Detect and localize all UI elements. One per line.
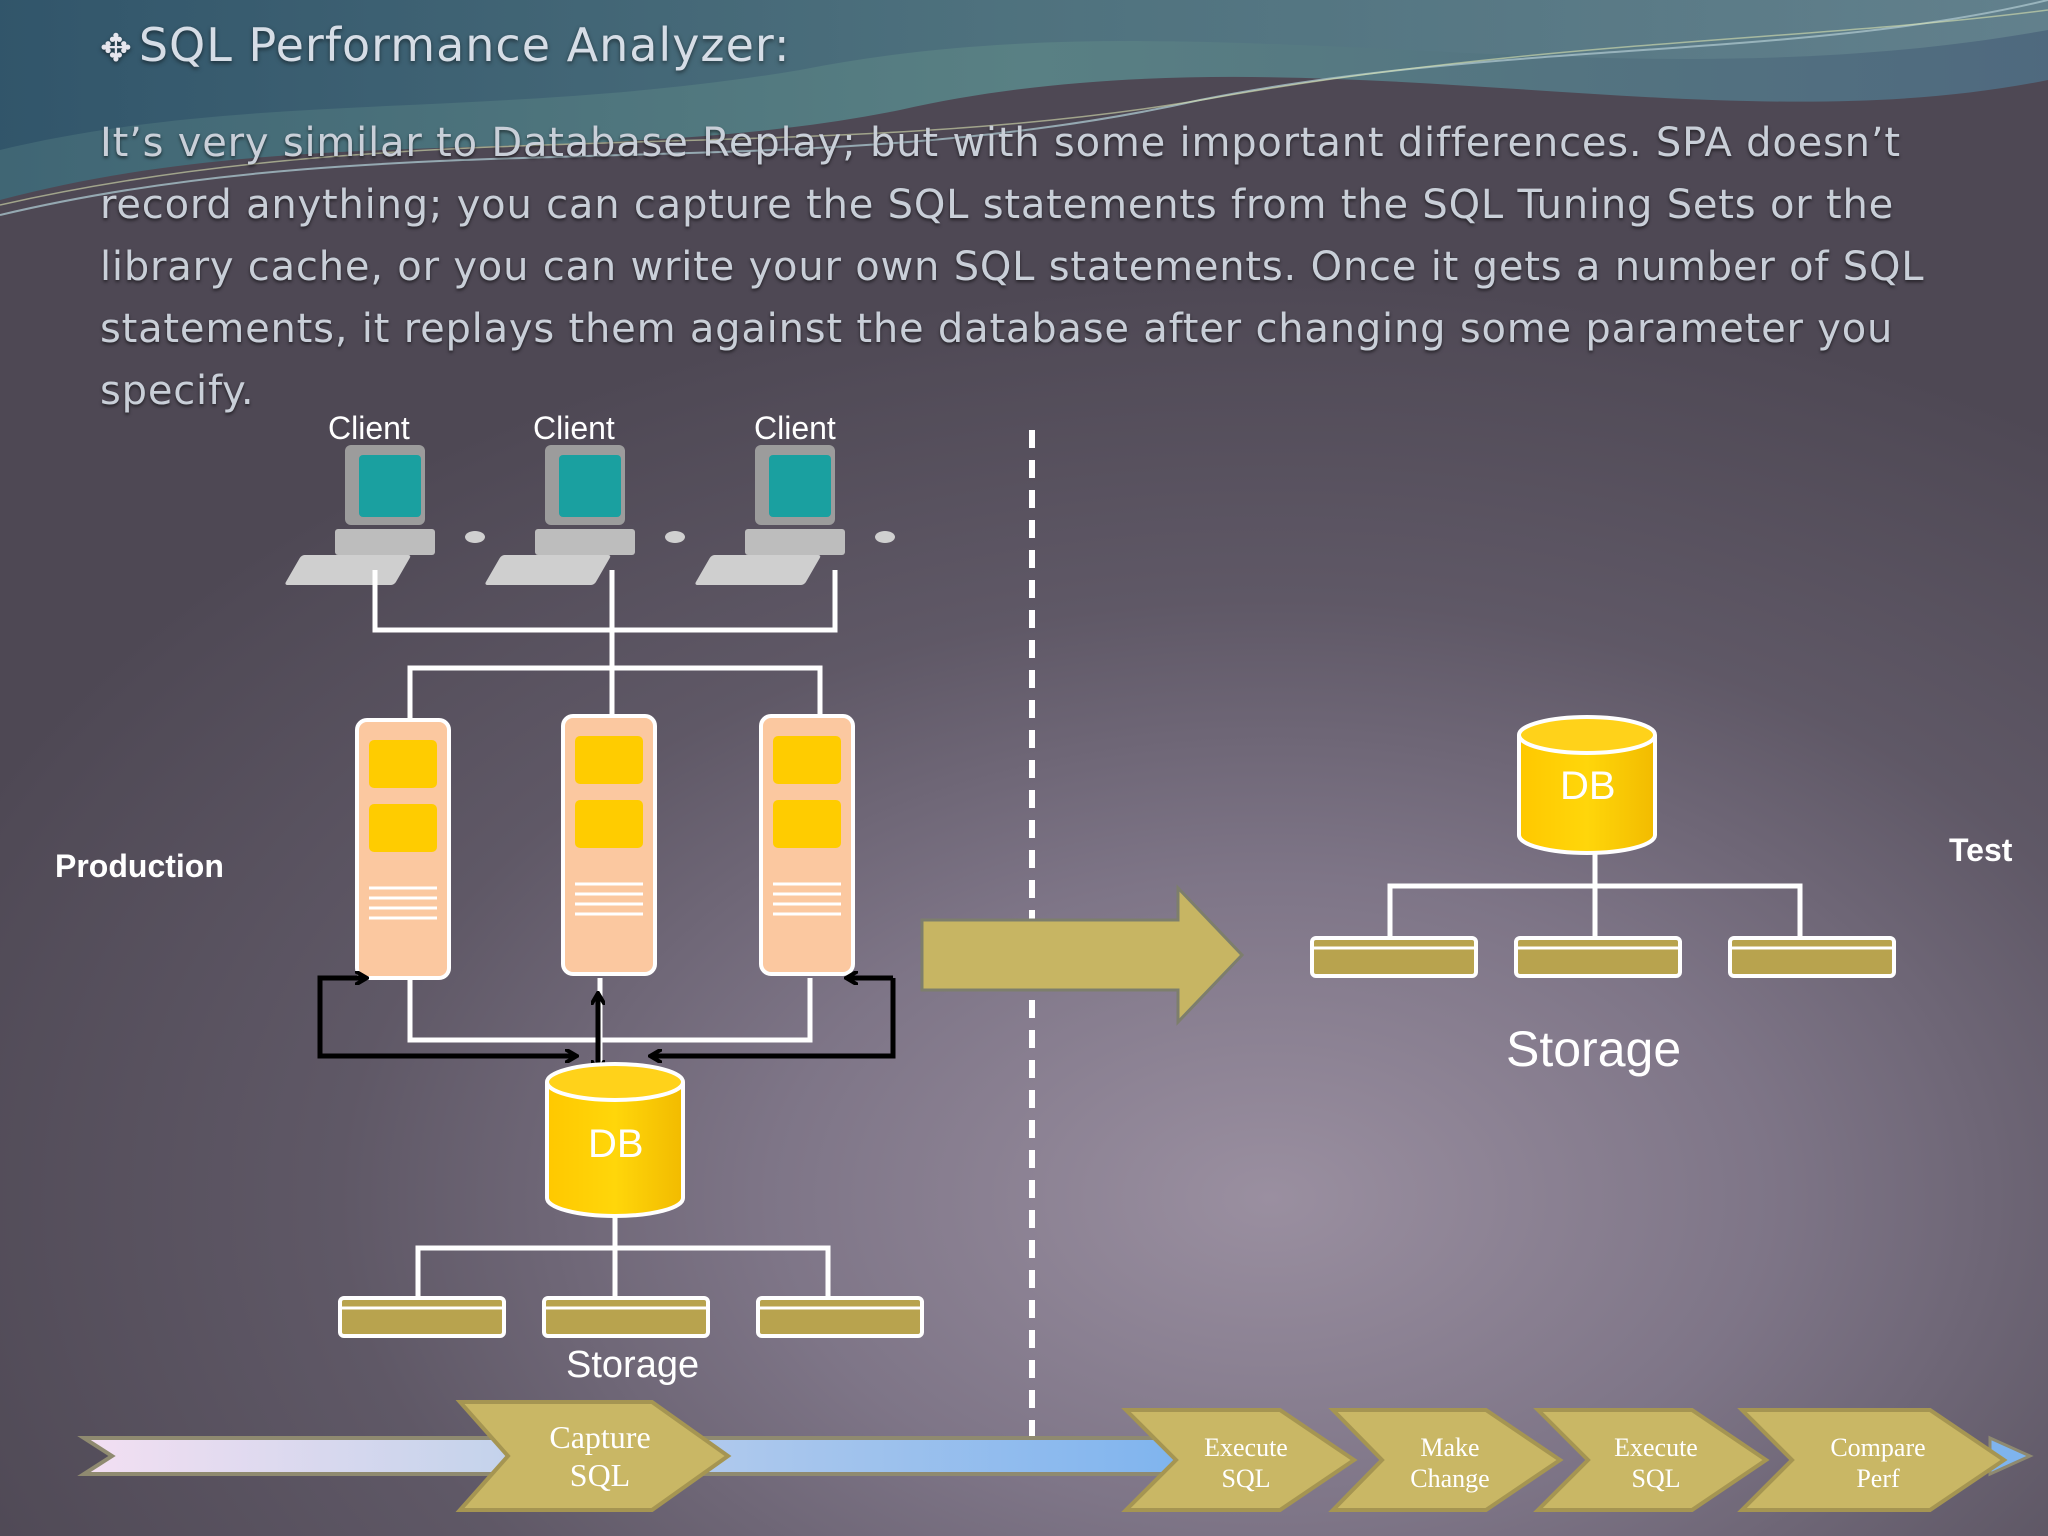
test-storage-label: Storage: [1506, 1021, 1682, 1077]
client-computer-2: [485, 445, 685, 585]
production-storage-lines: [415, 1215, 831, 1300]
client-computer-3: [695, 445, 895, 585]
production-storage-disk-1: [338, 1296, 506, 1338]
header-waves: [0, 0, 2048, 216]
step-chevron-compare-perf: [1737, 1408, 2008, 1512]
slide-title-text: SQL Performance Analyzer:: [138, 18, 791, 72]
client-label-1: Client: [328, 410, 410, 446]
production-storage-label: Storage: [566, 1344, 700, 1386]
test-storage-disk-1: [1310, 936, 1478, 978]
app-server-3: [759, 714, 855, 976]
client-label-2: Client: [533, 410, 615, 446]
step-execute-sql-2-label: Execute SQL: [1586, 1432, 1726, 1494]
step-chevron-capture-sql: [455, 1400, 732, 1512]
diamond-cluster-icon: ✥: [100, 26, 133, 70]
test-storage-lines: [1387, 853, 1803, 940]
production-db-cylinder: [545, 1062, 685, 1218]
step-execute-sql-2-line2: SQL: [1631, 1464, 1681, 1494]
production-db-label: DB: [588, 1122, 644, 1166]
production-storage-disk-3: [756, 1296, 924, 1338]
capture-flow-arrows: [317, 978, 896, 1070]
step-compare-perf-line2: Perf: [1856, 1464, 1900, 1494]
step-make-change-line1: Make: [1420, 1433, 1480, 1462]
slide-body-text: It’s very similar to Database Replay; bu…: [100, 120, 1925, 414]
step-execute-sql-1-label: Execute SQL: [1176, 1432, 1316, 1494]
production-label: Production: [55, 848, 224, 884]
client-computer-1: [285, 445, 485, 585]
step-make-change-line2: Change: [1410, 1464, 1490, 1494]
step-execute-sql-1-line2: SQL: [1221, 1464, 1271, 1494]
client-network-lines: [372, 570, 838, 720]
step-chevron-execute-sql-1: [1121, 1408, 1358, 1512]
step-execute-sql-2-line1: Execute: [1614, 1433, 1698, 1462]
step-chevron-make-change: [1328, 1408, 1564, 1512]
slide-title: ✥SQL Performance Analyzer:: [100, 18, 790, 72]
production-storage-disk-2: [542, 1296, 710, 1338]
test-db-cylinder: [1517, 715, 1657, 855]
step-compare-perf-line1: Compare: [1830, 1433, 1926, 1462]
step-chevron-execute-sql-2: [1533, 1408, 1770, 1512]
step-compare-perf-label: Compare Perf: [1808, 1432, 1948, 1494]
step-capture-sql-line2: SQL: [569, 1457, 631, 1494]
app-server-1: [355, 718, 451, 980]
transfer-arrow: [920, 884, 1245, 1026]
test-storage-disk-2: [1514, 936, 1682, 978]
app-server-2: [561, 714, 657, 976]
step-capture-sql-line1: Capture: [549, 1419, 651, 1455]
test-db-label: DB: [1560, 764, 1616, 808]
step-capture-sql-label: Capture SQL: [520, 1418, 680, 1495]
client-label-3: Client: [754, 410, 836, 446]
test-storage-disk-3: [1728, 936, 1896, 978]
step-execute-sql-1-line1: Execute: [1204, 1433, 1288, 1462]
test-label: Test: [1949, 832, 2013, 868]
step-make-change-label: Make Change: [1380, 1432, 1520, 1494]
